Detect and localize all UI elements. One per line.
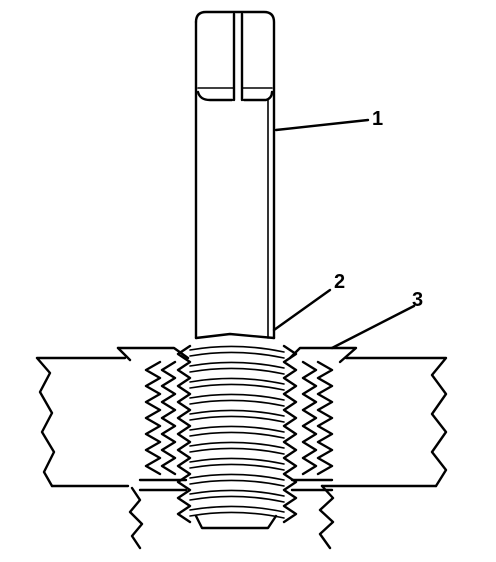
coil-turn: [189, 383, 285, 391]
insert-flange: [116, 346, 358, 364]
coil-turn: [189, 473, 285, 481]
callout-2: 2: [334, 271, 345, 293]
coil-turn: [189, 361, 285, 369]
coil-turn: [189, 425, 285, 433]
coil-turn: [189, 415, 285, 423]
hole-wall-left-inner: [160, 360, 177, 476]
coil-turn: [189, 399, 285, 407]
coil-turn: [189, 447, 285, 455]
insert-coil: [176, 344, 298, 530]
coil-turn: [189, 463, 285, 471]
hole-wall-right-outer: [316, 360, 334, 476]
coil-outline-right: [282, 344, 298, 524]
coil-turn: [189, 489, 285, 497]
leader-2: [272, 288, 332, 332]
coil-turn: [189, 479, 285, 487]
callout-3: 3: [412, 289, 423, 311]
workpiece-right: [318, 356, 448, 550]
hole-wall-left-outer: [144, 360, 162, 476]
coil-turn: [189, 345, 285, 353]
coil-turn: [189, 377, 285, 385]
hole-thread-left: [144, 360, 177, 476]
leader-3: [330, 304, 416, 350]
callout-leaders: [272, 118, 416, 350]
coil-turn: [189, 441, 285, 449]
coil-turn: [189, 367, 285, 375]
coil-turn: [189, 457, 285, 465]
coil-turn: [189, 409, 285, 417]
hole-shoulder: [138, 478, 334, 492]
hole-thread-right: [301, 360, 334, 476]
coil-tip: [194, 514, 278, 530]
workpiece-left: [35, 356, 144, 550]
leader-1: [274, 118, 370, 132]
coil-turn: [189, 511, 285, 519]
hole-wall-right-inner: [301, 360, 318, 476]
tool-shank: [194, 10, 276, 340]
callout-1: 1: [372, 108, 383, 130]
coil-outline-left: [176, 344, 192, 524]
coil-turn: [189, 505, 285, 513]
coil-turn: [189, 495, 285, 503]
coil-turn: [189, 431, 285, 439]
coil-turn: [189, 393, 285, 401]
coil-turn: [189, 351, 285, 359]
